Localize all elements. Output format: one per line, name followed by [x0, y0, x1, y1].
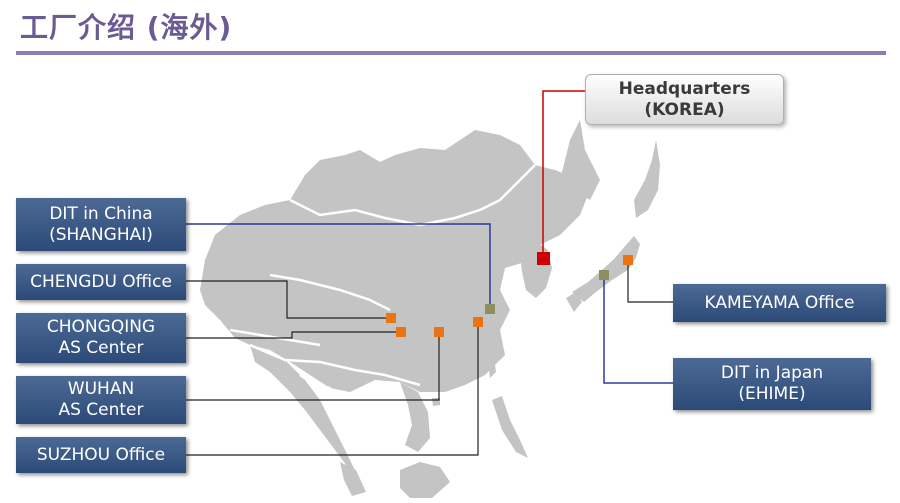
page-title: 工厂介绍 (海外) [20, 11, 233, 44]
suzhou-marker [473, 317, 483, 327]
japan-kyushu-landmass [566, 292, 582, 312]
title-rule [16, 51, 886, 55]
vietnam-landmass [400, 382, 430, 452]
ehime-marker [599, 270, 609, 280]
chongqing-marker [396, 327, 406, 337]
japan-office-label: DIT in Japan (EHIME) [673, 358, 871, 410]
taiwan-landmass [488, 357, 496, 378]
chengdu-marker [386, 313, 396, 323]
headquarters-marker [537, 252, 550, 265]
russia-fareast-landmass [560, 120, 600, 200]
wuhan-center-city: WUHAN [67, 379, 135, 399]
japan-office-city: (EHIME) [738, 384, 806, 404]
kameyama-marker [623, 255, 633, 265]
japan-hokkaido-landmass [634, 140, 660, 218]
kameyama-connector [627, 260, 673, 303]
chengdu-connector [186, 280, 391, 319]
china-office-label: DIT in China (SHANGHAI) [16, 198, 186, 251]
philippines-landmass [492, 396, 528, 458]
suzhou-office-label: SUZHOU Office [16, 437, 186, 473]
chongqing-center-city: CHONGQING [46, 317, 156, 337]
wuhan-center-type: AS Center [58, 400, 144, 420]
china-office-city: (SHANGHAI) [49, 224, 153, 245]
china-connector [186, 223, 491, 309]
malaysia-landmass [340, 462, 366, 496]
kameyama-office-label: KAMEYAMA Office [673, 284, 886, 322]
chengdu-office-name: CHENGDU Office [30, 271, 172, 292]
wuhan-connector [186, 332, 440, 401]
suzhou-connector [186, 322, 479, 456]
wuhan-center-label: WUHAN AS Center [16, 376, 186, 424]
headquarters-country: (KOREA) [644, 99, 725, 120]
kameyama-office-name: KAMEYAMA Office [704, 292, 855, 313]
japan-office-name: DIT in Japan [720, 363, 824, 383]
japan-connector [603, 275, 673, 384]
chongqing-connector [186, 331, 401, 339]
headquarters-label: Headquarters (KOREA) [585, 74, 784, 125]
suzhou-office-name: SUZHOU Office [36, 444, 166, 465]
china-office-name: DIT in China [49, 203, 153, 224]
chongqing-center-label: CHONGQING AS Center [16, 313, 186, 363]
country-borders [229, 164, 536, 431]
shanghai-marker [485, 304, 495, 314]
chongqing-center-type: AS Center [58, 338, 144, 358]
headquarters-connector [542, 90, 585, 258]
borneo-landmass [400, 462, 450, 498]
chengdu-office-label: CHENGDU Office [16, 264, 186, 300]
headquarters-title: Headquarters [618, 78, 751, 99]
wuhan-marker [434, 327, 444, 337]
indochina-landmass [250, 345, 362, 485]
japan-honshu-landmass [572, 236, 640, 302]
china-landmass [200, 130, 590, 392]
